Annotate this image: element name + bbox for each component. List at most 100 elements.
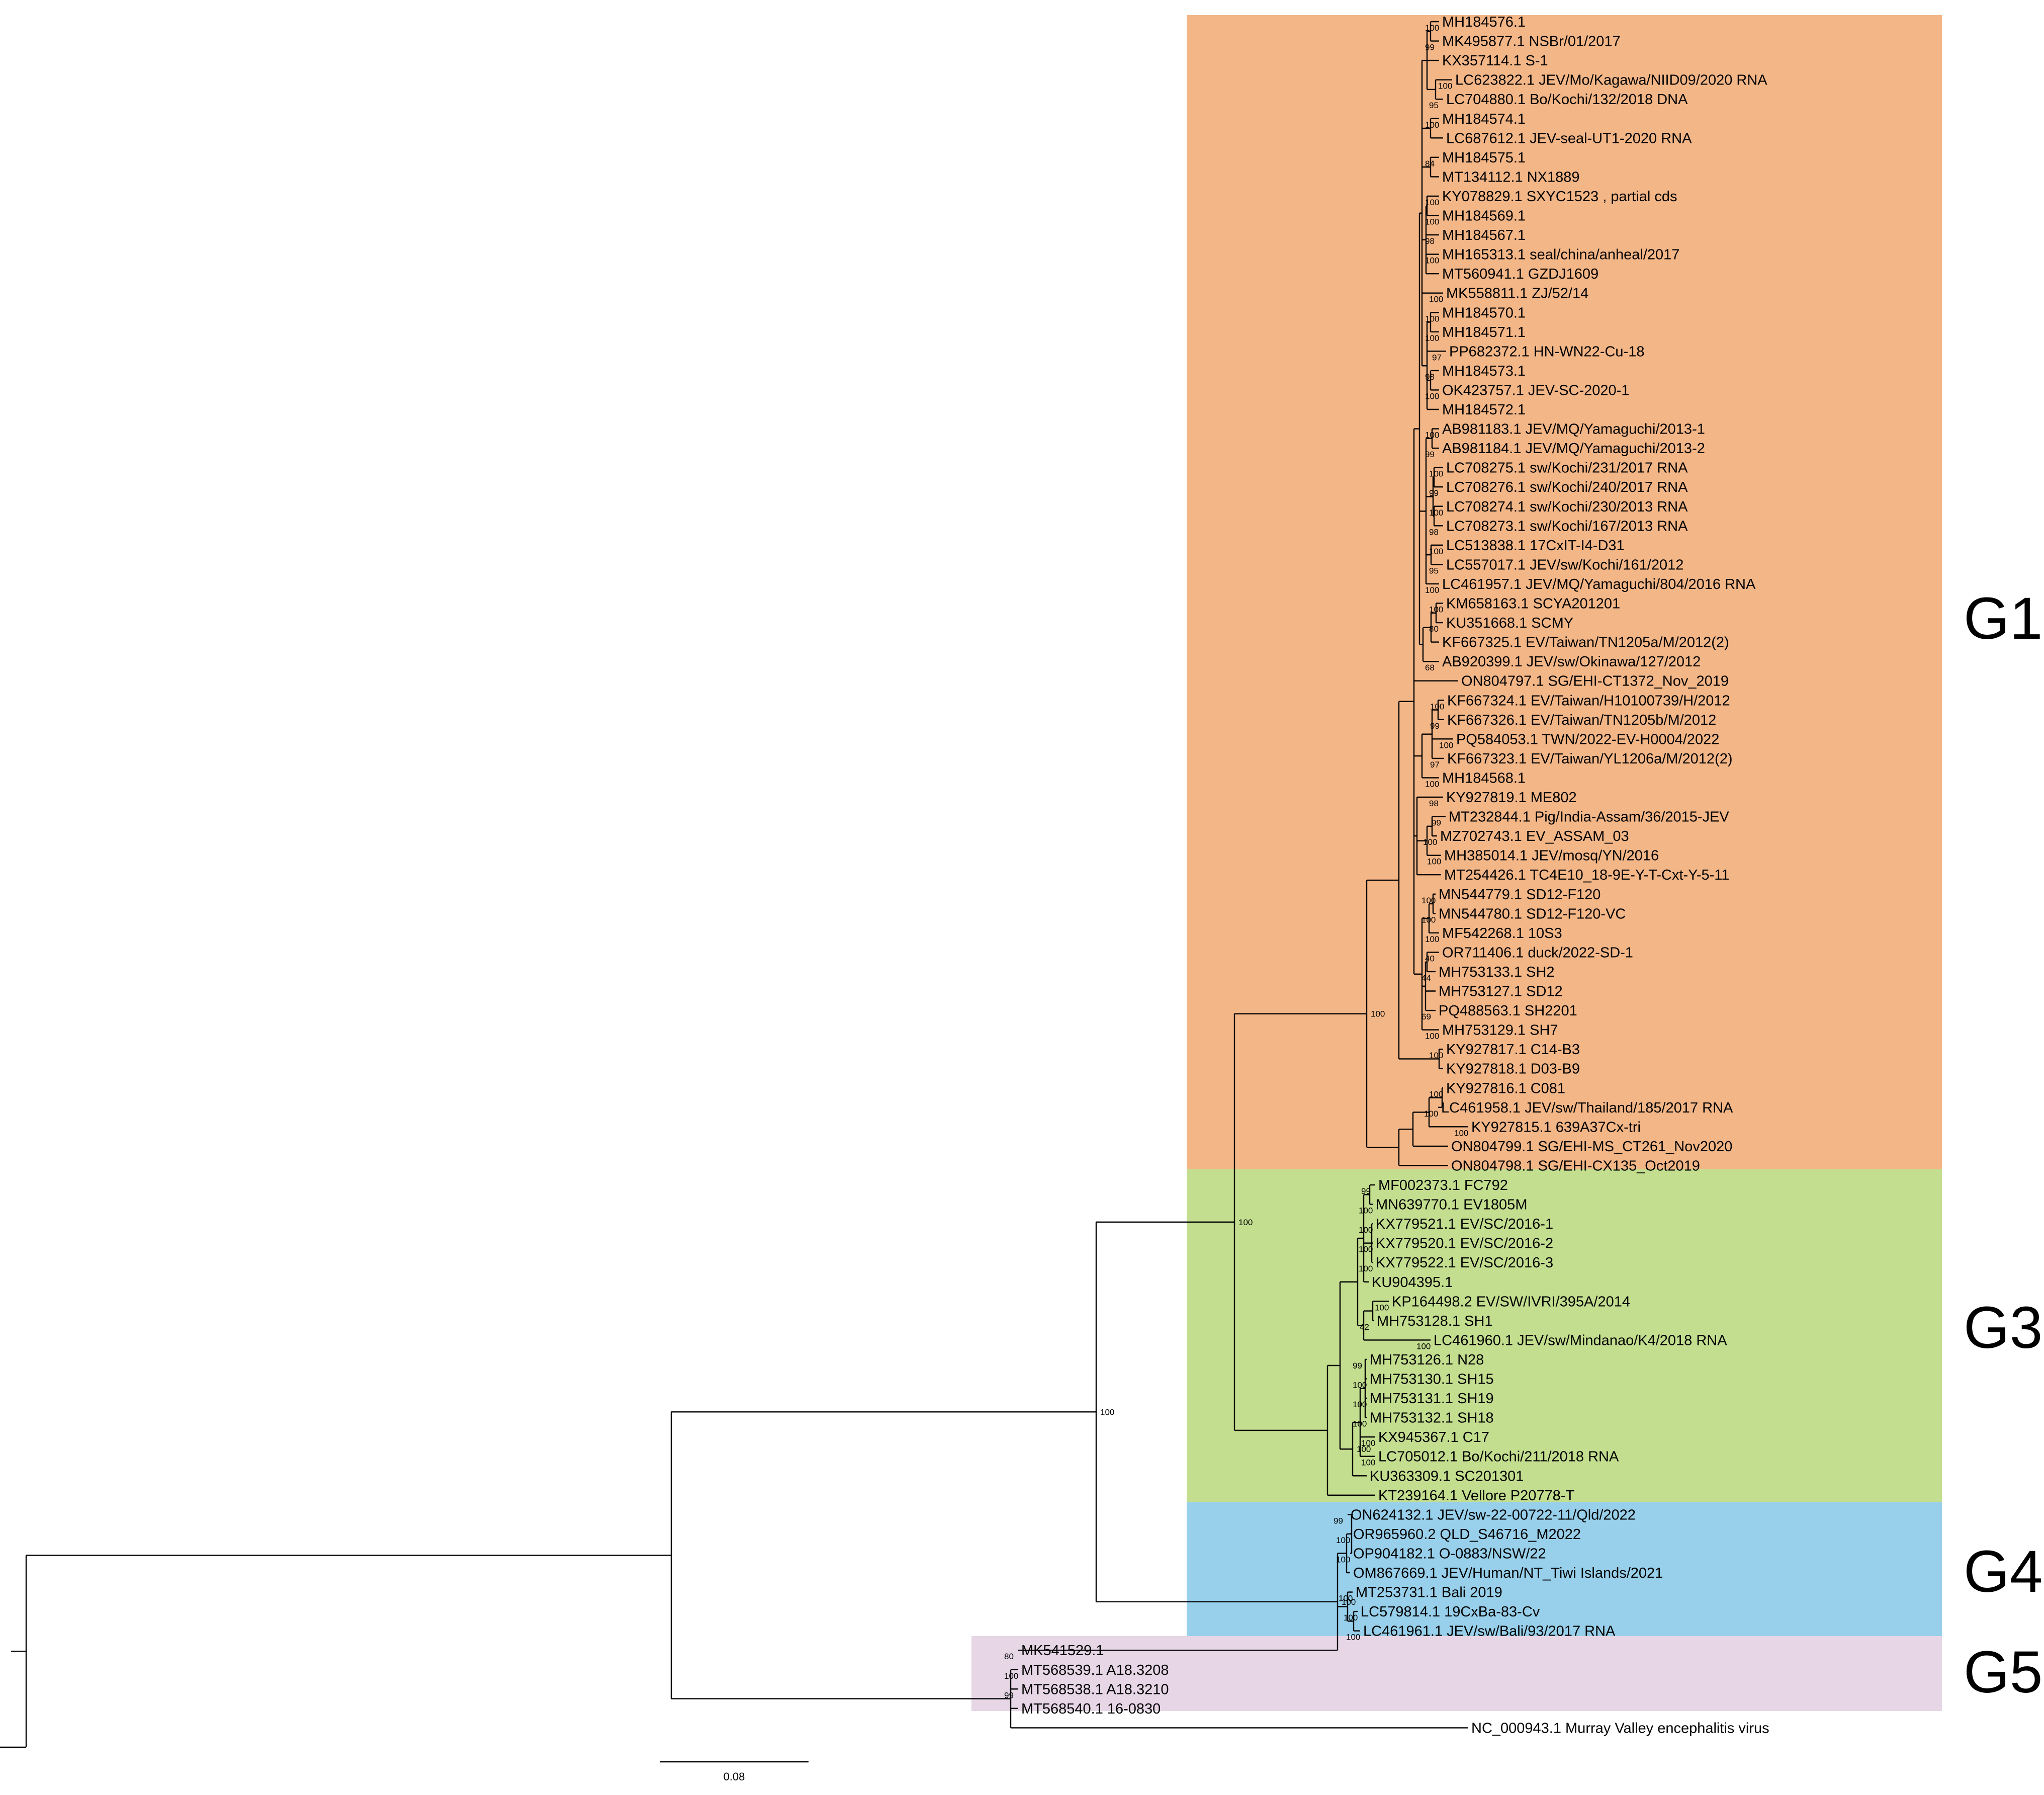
tip-label: MT560941.1 GZDJ1609 bbox=[1442, 266, 1598, 282]
tip-label: KY927818.1 D03-B9 bbox=[1446, 1061, 1580, 1077]
bootstrap-value: 69 bbox=[1421, 1012, 1431, 1021]
tip-label: AB981184.1 JEV/MQ/Yamaguchi/2013-2 bbox=[1442, 441, 1705, 457]
tip-label: KX357114.1 S-1 bbox=[1442, 53, 1548, 69]
node-support-value: 100 bbox=[1357, 1444, 1371, 1454]
tip-label: KY927819.1 ME802 bbox=[1446, 790, 1577, 806]
tip-label: MN639770.1 EV1805M bbox=[1376, 1197, 1527, 1213]
bootstrap-value: 100 bbox=[1425, 333, 1439, 343]
bootstrap-value: 100 bbox=[1425, 120, 1439, 130]
tip-label: MH184569.1 bbox=[1442, 208, 1526, 224]
bootstrap-value: 100 bbox=[1346, 1633, 1360, 1642]
tip-label: NC_000943.1 Murray Valley encephalitis v… bbox=[1471, 1720, 1769, 1736]
bootstrap-value: 100 bbox=[1425, 431, 1439, 440]
tip-label: KX945367.1 C17 bbox=[1378, 1429, 1489, 1445]
bootstrap-value: 100 bbox=[1425, 217, 1439, 227]
tip-label: MK495877.1 NSBr/01/2017 bbox=[1442, 34, 1621, 50]
tip-label: LC579814.1 19CxBa-83-Cv bbox=[1361, 1604, 1540, 1620]
bootstrap-value: 100 bbox=[1336, 1555, 1350, 1564]
bootstrap-value: 99 bbox=[1430, 721, 1440, 731]
genotype-bands bbox=[971, 15, 1942, 1711]
tip-label: AB981183.1 JEV/MQ/Yamaguchi/2013-1 bbox=[1442, 421, 1705, 438]
tip-label: MH753131.1 SH19 bbox=[1370, 1391, 1494, 1407]
genotype-label-g1: G1 bbox=[1964, 585, 2042, 652]
tip-label: LC704880.1 Bo/Kochi/132/2018 DNA bbox=[1446, 92, 1688, 108]
bootstrap-value: 100 bbox=[1429, 605, 1443, 615]
bootstrap-value: 99 bbox=[1432, 818, 1441, 828]
tip-label: ON804797.1 SG/EHI-CT1372_Nov_2019 bbox=[1461, 673, 1729, 690]
band-g3 bbox=[1187, 1169, 1942, 1502]
bootstrap-value: 100 bbox=[1336, 1535, 1350, 1545]
node-support-value: 100 bbox=[1342, 1597, 1356, 1607]
bootstrap-value: 100 bbox=[1361, 1458, 1375, 1468]
tip-label: MH184567.1 bbox=[1442, 227, 1526, 243]
bootstrap-value: 42 bbox=[1360, 1322, 1369, 1332]
tip-label: KM658163.1 SCYA201201 bbox=[1446, 596, 1620, 612]
tip-label: OR965960.2 QLD_S46716_M2022 bbox=[1353, 1526, 1581, 1543]
bootstrap-value: 100 bbox=[1429, 547, 1443, 556]
tip-label: MT232844.1 Pig/India-Assam/36/2015-JEV bbox=[1449, 809, 1729, 825]
tip-label: MN544780.1 SD12-F120-VC bbox=[1439, 906, 1626, 922]
scale-bar: 0.08 bbox=[660, 1761, 809, 1783]
tip-label: LC557017.1 JEV/sw/Kochi/161/2012 bbox=[1446, 557, 1683, 573]
bootstrap-value: 100 bbox=[1425, 934, 1439, 944]
tip-label: LC708274.1 sw/Kochi/230/2013 RNA bbox=[1446, 499, 1688, 515]
tree-branches bbox=[0, 21, 1468, 1748]
bootstrap-value: 100 bbox=[1353, 1419, 1367, 1429]
tip-label: KF667326.1 EV/Taiwan/TN1205b/M/2012 bbox=[1447, 712, 1716, 728]
bootstrap-value: 100 bbox=[1429, 1051, 1443, 1060]
tip-label: MH753129.1 SH7 bbox=[1442, 1022, 1558, 1039]
bootstrap-value: 99 bbox=[1004, 1690, 1014, 1700]
tip-label: KP164498.2 EV/SW/IVRI/395A/2014 bbox=[1392, 1294, 1630, 1310]
tip-label: KY927816.1 C081 bbox=[1446, 1080, 1565, 1096]
bootstrap-value: 100 bbox=[1359, 1225, 1373, 1235]
bootstrap-value: 100 bbox=[1429, 295, 1443, 304]
bootstrap-value: 100 bbox=[1359, 1245, 1373, 1254]
tip-label: OM867669.1 JEV/Human/NT_Tiwi Islands/202… bbox=[1353, 1565, 1663, 1581]
tip-label: MT568538.1 A18.3210 bbox=[1021, 1681, 1169, 1697]
tip-label: LC461958.1 JEV/sw/Thailand/185/2017 RNA bbox=[1441, 1100, 1733, 1116]
tip-label: MH184576.1 bbox=[1442, 14, 1526, 30]
bootstrap-value: 80 bbox=[1429, 624, 1439, 634]
tip-label: KX779520.1 EV/SC/2016-2 bbox=[1376, 1236, 1553, 1252]
tip-label: MH753128.1 SH1 bbox=[1377, 1313, 1493, 1329]
tip-label: MT568539.1 A18.3208 bbox=[1021, 1662, 1169, 1678]
bootstrap-value: 100 bbox=[1375, 1303, 1389, 1312]
bootstrap-value: 100 bbox=[1427, 857, 1441, 867]
bootstrap-value: 100 bbox=[1425, 779, 1439, 789]
tip-label: ON804799.1 SG/EHI-MS_CT261_Nov2020 bbox=[1451, 1139, 1732, 1155]
bootstrap-value: 68 bbox=[1425, 663, 1435, 672]
node-support-value: 100 bbox=[1100, 1407, 1114, 1417]
tip-label: MH184572.1 bbox=[1442, 402, 1526, 418]
tip-label: MH753127.1 SD12 bbox=[1439, 984, 1563, 1000]
bootstrap-value: 100 bbox=[1430, 702, 1444, 711]
tip-label: KY927817.1 C14-B3 bbox=[1446, 1042, 1580, 1058]
bootstrap-value: 100 bbox=[1344, 1613, 1358, 1622]
tip-label: KU904395.1 bbox=[1372, 1274, 1453, 1291]
tip-label: MF002373.1 FC792 bbox=[1378, 1177, 1508, 1193]
tip-label: MF542268.1 10S3 bbox=[1442, 925, 1562, 942]
tip-label: MH184570.1 bbox=[1442, 305, 1526, 321]
tip-label: OP904182.1 O-0883/NSW/22 bbox=[1353, 1546, 1546, 1562]
tip-label: MH753130.1 SH15 bbox=[1370, 1372, 1494, 1388]
bootstrap-value: 100 bbox=[1425, 1032, 1439, 1041]
tip-label: MT253731.1 Bali 2019 bbox=[1356, 1585, 1502, 1601]
tip-label: MT568540.1 16-0830 bbox=[1021, 1701, 1161, 1717]
tip-label: PQ584053.1 TWN/2022-EV-H0004/2022 bbox=[1456, 731, 1719, 747]
genotype-label-g3: G3 bbox=[1964, 1295, 2042, 1361]
bootstrap-value: 98 bbox=[1425, 372, 1435, 382]
bootstrap-value: 98 bbox=[1429, 527, 1439, 537]
tip-label: KU351668.1 SCMY bbox=[1446, 615, 1573, 631]
bootstrap-value: 100 bbox=[1339, 1594, 1353, 1603]
bootstrap-value: 84 bbox=[1425, 159, 1435, 168]
tip-label: MH184574.1 bbox=[1442, 111, 1526, 127]
tip-label: MH385014.1 JEV/mosq/YN/2016 bbox=[1444, 848, 1659, 864]
tip-label: MH184568.1 bbox=[1442, 770, 1526, 786]
tip-label: OR711406.1 duck/2022-SD-1 bbox=[1442, 945, 1633, 961]
tip-label: MH184571.1 bbox=[1442, 324, 1526, 340]
node-support-value: 100 bbox=[1371, 1009, 1385, 1019]
tip-label: MH184573.1 bbox=[1442, 363, 1526, 379]
tip-label: MH184575.1 bbox=[1442, 150, 1526, 166]
bootstrap-value: 100 bbox=[1423, 837, 1437, 847]
